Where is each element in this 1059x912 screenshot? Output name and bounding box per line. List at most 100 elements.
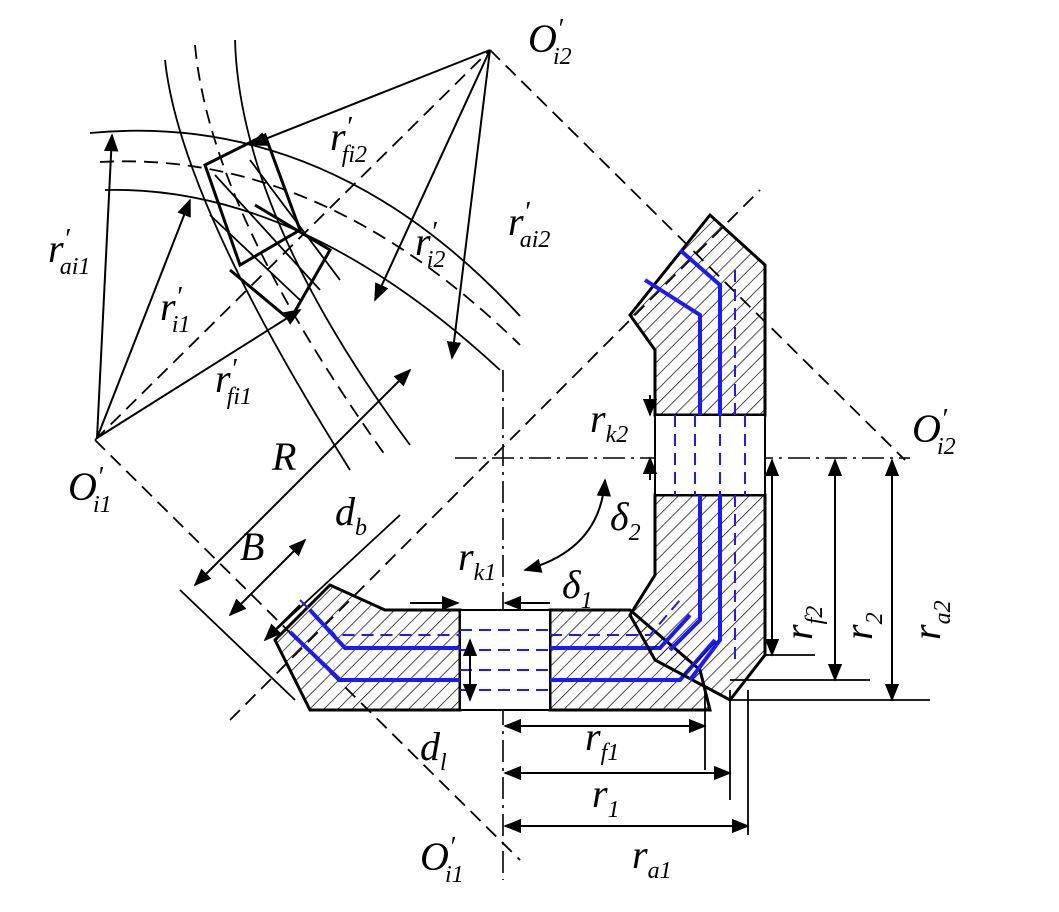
label-prime: ′ (176, 282, 183, 313)
label-prime: ′ (64, 224, 71, 255)
label-R: R (271, 434, 296, 479)
label-r-2: r2 (836, 612, 888, 640)
label-subscript: f1 (601, 740, 620, 766)
arrow-r-i1 (96, 198, 191, 439)
label-O-i1-bottom: O′i1 (420, 832, 464, 888)
label-r-k2: rk2 (590, 396, 628, 448)
dimension-gear-2 (642, 395, 930, 702)
label-O-i2-top: O′i2 (528, 14, 572, 70)
label-r-ai2: r′ai2 (508, 197, 550, 253)
label-subscript: ai2 (520, 227, 551, 253)
label-prime: ′ (449, 832, 456, 863)
label-r-f1: rf1 (585, 714, 619, 766)
label-B: B (240, 524, 264, 569)
label-main: δ (610, 494, 630, 539)
label-subscript: f2 (802, 606, 828, 625)
arrow-r-ai2 (446, 49, 491, 360)
label-subscript: fi1 (227, 384, 252, 410)
label-main: d (335, 489, 356, 534)
tooth-mesh-2 (229, 203, 333, 323)
axis-Oi1-Oi2 (94, 49, 491, 441)
label-subscript: i1 (445, 862, 464, 888)
label-main: r (590, 396, 606, 441)
label-subscript: i1 (93, 492, 112, 518)
arrow-r-i2 (374, 49, 491, 302)
label-subscript: i2 (427, 247, 446, 273)
gear-2-blue-bottom (668, 495, 722, 682)
label-subscript: 1 (581, 588, 593, 614)
label-main: B (240, 524, 264, 569)
label-prime: ′ (346, 112, 353, 143)
gear-1-bore (459, 609, 551, 711)
label-prime: ′ (431, 217, 438, 248)
label-subscript: i2 (937, 434, 956, 460)
label-r-fi2: r′fi2 (330, 112, 367, 168)
label-prime: ′ (557, 14, 564, 45)
dimension-R-B (179, 368, 412, 701)
arrow-db (263, 604, 301, 642)
arrow-B (228, 538, 307, 617)
label-main: r (904, 624, 949, 640)
label-main: r (160, 284, 176, 329)
label-d-b: db (335, 489, 367, 541)
label-subscript: a1 (648, 858, 672, 884)
label-O-i1-left: O′i1 (68, 462, 112, 518)
label-r-1: r1 (592, 771, 620, 823)
label-main: r (836, 624, 881, 640)
label-main: δ (562, 562, 582, 607)
label-subscript: i1 (172, 312, 191, 338)
label-subscript: k2 (606, 422, 629, 448)
label-subscript: l (440, 750, 447, 776)
arc-delta (523, 478, 612, 573)
label-main: O (528, 16, 557, 61)
label-main: O (912, 406, 941, 451)
arrow-r-fi2 (248, 49, 491, 146)
label-main: R (271, 434, 296, 479)
radii-from-Oi1 (96, 133, 302, 439)
label-prime: ′ (231, 354, 238, 385)
label-prime: ′ (97, 462, 104, 493)
gear-2-blue-top (643, 248, 722, 415)
label-subscript: fi2 (342, 142, 367, 168)
label-main: r (415, 219, 431, 264)
label-prime: ′ (524, 197, 531, 228)
label-subscript: b (355, 515, 367, 541)
label-main: r (215, 356, 231, 401)
label-main: r (48, 226, 64, 271)
ext-db (264, 514, 401, 641)
label-subscript: 1 (608, 797, 620, 823)
label-subscript: i2 (553, 44, 572, 70)
dimension-gear-1 (410, 595, 750, 835)
axis-lines (94, 49, 910, 880)
gear-1-blue-left (288, 608, 460, 682)
arc-ai1 (89, 129, 521, 317)
arrow-r-ai1 (96, 133, 119, 439)
label-delta-2: δ2 (610, 494, 641, 546)
label-r-f2: rf2 (776, 606, 828, 640)
label-main: r (632, 832, 648, 877)
label-main: r (330, 114, 346, 159)
label-main: O (68, 464, 97, 509)
label-subscript: 2 (629, 520, 641, 546)
radii-from-Oi2 (248, 49, 491, 360)
arc-i1 (99, 160, 521, 346)
label-r-k1: rk1 (458, 534, 496, 586)
label-prime: ′ (941, 404, 948, 435)
label-r-fi1: r′fi1 (215, 354, 252, 410)
label-subscript: 2 (862, 612, 888, 624)
label-subscript: a2 (930, 600, 956, 624)
label-subscript: k1 (474, 560, 497, 586)
label-r-a2: ra2 (904, 600, 956, 640)
arc-fi1 (104, 189, 501, 371)
label-r-a1: ra1 (632, 832, 672, 884)
label-main: d (420, 724, 441, 769)
label-main: r (458, 534, 474, 579)
label-layer: O′i2r′fi2r′ai2r′i2r′ai1r′i1r′fi1O′i1RBdb… (48, 14, 956, 888)
virtual-gear-arcs (89, 39, 521, 471)
arrow-r-fi1 (96, 309, 302, 439)
label-r-i1: r′i1 (160, 282, 190, 338)
label-main: r (592, 771, 608, 816)
gear-2-section (628, 212, 767, 702)
